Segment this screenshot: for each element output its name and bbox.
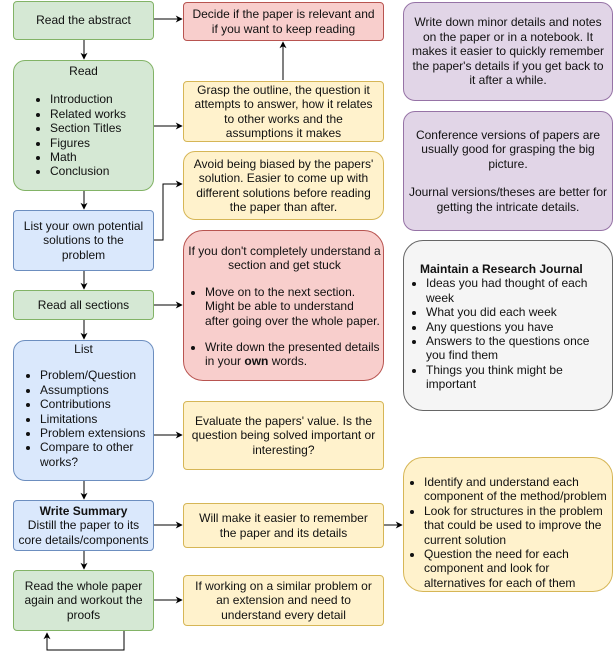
conference-text-1: Conference versions of papers are usuall…: [415, 127, 601, 171]
arrow-reread-loop: [43, 631, 125, 651]
components-list: Identify and understand each component o…: [408, 475, 608, 590]
conference-box: Conference versions of papers are usuall…: [403, 111, 613, 231]
remember-label: Will make it easier to remember the pape…: [199, 511, 368, 540]
read-item: Related works: [50, 107, 149, 121]
read-item: Conclusion: [50, 164, 149, 178]
journal-item: Answers to the questions once you find t…: [426, 334, 606, 363]
stuck-own-emphasis: own: [244, 354, 269, 369]
journal-item: Things you think might be important: [426, 363, 606, 392]
list-item: Problem extensions: [40, 426, 149, 440]
arrow-solutions-to-bias: [154, 180, 183, 241]
component-item: Question the need for each component and…: [424, 547, 608, 590]
components-box: Identify and understand each component o…: [403, 457, 613, 592]
stuck-item: Move on to the next section. Might be ab…: [205, 285, 381, 328]
list-item: Contributions: [40, 397, 149, 411]
list-item: Assumptions: [40, 383, 149, 397]
evaluate-box: Evaluate the papers' value. Is the quest…: [183, 401, 384, 470]
read-list: Introduction Related works Section Title…: [18, 92, 149, 178]
list-title: List: [74, 342, 93, 356]
grasp-label: Grasp the outline, the question it attem…: [194, 82, 373, 140]
list-box: List Problem/Question Assumptions Contri…: [13, 340, 154, 481]
avoid-bias-box: Avoid being biased by the papers' soluti…: [183, 151, 384, 220]
reread-box: Read the whole paper again and workout t…: [13, 570, 154, 631]
stuck-intro: If you don't completely understand a sec…: [188, 244, 381, 273]
research-journal-list: Ideas you had thought of each week What …: [410, 276, 606, 391]
stuck-item: Write down the presented details in your…: [205, 340, 381, 369]
write-summary-box: Write Summary Distill the paper to its c…: [13, 500, 154, 551]
journal-item: What you did each week: [426, 305, 606, 319]
read-abstract-label: Read the abstract: [36, 13, 131, 28]
write-summary-title: Write Summary: [39, 503, 128, 518]
journal-item: Any questions you have: [426, 320, 606, 334]
minor-details-label: Write down minor details and notes on th…: [411, 15, 605, 88]
research-journal-box: Maintain a Research Journal Ideas you ha…: [403, 240, 613, 411]
minor-details-box: Write down minor details and notes on th…: [403, 2, 613, 101]
read-all-sections-label: Read all sections: [37, 297, 130, 312]
list-items: Problem/Question Assumptions Contributio…: [18, 368, 149, 469]
stuck-item-tail: words.: [268, 354, 308, 369]
decide-box: Decide if the paper is relevant and if y…: [183, 2, 384, 41]
conference-text-2: Journal versions/theses are better for g…: [408, 185, 608, 214]
list-item: Compare to other works?: [40, 440, 149, 469]
stuck-item-text: Write down the presented details in your: [205, 340, 380, 369]
research-journal-title: Maintain a Research Journal: [420, 262, 583, 276]
similar-problem-box: If working on a similar problem or an ex…: [183, 575, 384, 626]
reread-label: Read the whole paper again and workout t…: [24, 578, 143, 622]
decide-label: Decide if the paper is relevant and if y…: [192, 7, 375, 36]
list-solutions-label: List your own potential solutions to the…: [23, 218, 144, 262]
remember-box: Will make it easier to remember the pape…: [183, 503, 384, 548]
read-item: Math: [50, 150, 149, 164]
stuck-item-text: Move on to the next section. Might be ab…: [205, 284, 380, 328]
component-item: Look for structures in the problem that …: [424, 504, 608, 547]
similar-problem-label: If working on a similar problem or an ex…: [195, 578, 372, 622]
read-all-sections-box: Read all sections: [13, 290, 154, 320]
evaluate-label: Evaluate the papers' value. Is the quest…: [191, 413, 376, 457]
list-item: Problem/Question: [40, 368, 149, 382]
list-solutions-box: List your own potential solutions to the…: [13, 210, 154, 271]
stuck-list: Move on to the next section. Might be ab…: [188, 285, 381, 369]
read-box: Read Introduction Related works Section …: [13, 60, 154, 191]
component-item: Identify and understand each component o…: [424, 475, 608, 504]
write-summary-text: Distill the paper to its core details/co…: [18, 518, 149, 547]
read-item: Section Titles: [50, 121, 149, 135]
stuck-box: If you don't completely understand a sec…: [183, 230, 384, 381]
grasp-box: Grasp the outline, the question it attem…: [183, 81, 384, 142]
read-item: Introduction: [50, 92, 149, 106]
journal-item: Ideas you had thought of each week: [426, 276, 606, 305]
avoid-bias-label: Avoid being biased by the papers' soluti…: [193, 156, 374, 214]
read-title: Read: [69, 64, 98, 78]
read-item: Figures: [50, 136, 149, 150]
read-abstract-box: Read the abstract: [13, 1, 154, 40]
list-item: Limitations: [40, 412, 149, 426]
